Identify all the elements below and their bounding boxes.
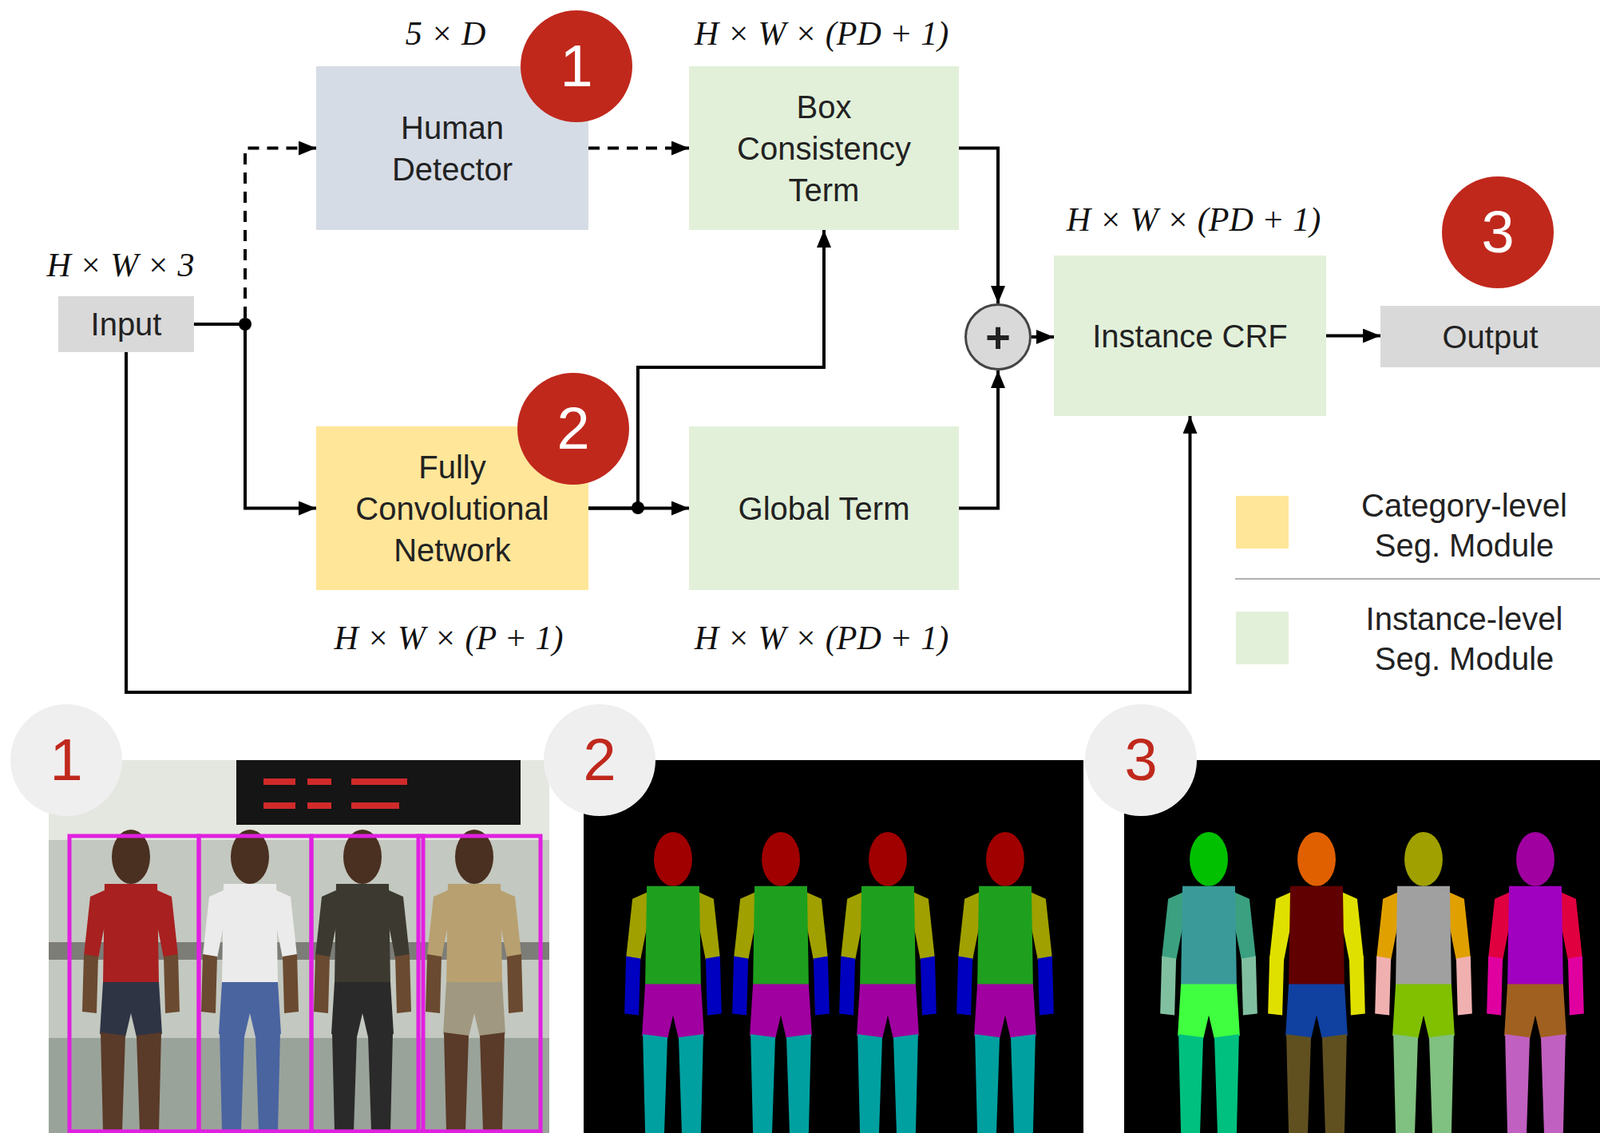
dimension-label: H × W × (P + 1) (333, 618, 563, 658)
flow-arrow (194, 324, 317, 509)
node-text: Box Consistency Term (728, 86, 920, 211)
person-figure (425, 829, 523, 1132)
part-mask (1267, 831, 1366, 1133)
flow-arrow (1326, 334, 1381, 338)
legend-swatch (1235, 495, 1289, 549)
legend-divider (1235, 578, 1600, 580)
detection-boxes (69, 835, 541, 1132)
sign-dots (263, 778, 408, 809)
category-segmentation (583, 760, 1084, 1133)
flow-arrow (588, 506, 690, 511)
callout-number: 1 (520, 10, 633, 123)
node-text: Global Term (738, 487, 911, 530)
segmentation-background (1124, 760, 1600, 1133)
process-box: Instance CRF (1053, 255, 1327, 416)
part-mask (732, 831, 830, 1133)
callout-number: 3 (1085, 704, 1197, 816)
part-mask (1160, 831, 1258, 1133)
part-mask (1374, 831, 1473, 1133)
process-box: Box Consistency Term (689, 66, 959, 230)
callout-number: 2 (543, 704, 656, 816)
flow-arrow (126, 352, 1191, 693)
dimension-label: H × W × (PD + 1) (694, 14, 949, 53)
dimension-label: H × W × (PD + 1) (694, 618, 949, 658)
callout-number: 1 (10, 704, 123, 816)
dashed-arrow (194, 148, 317, 325)
process-box: Global Term (689, 426, 959, 591)
input-box: Input (58, 296, 195, 353)
part-mask (1486, 831, 1585, 1133)
segmentation-background (583, 760, 1084, 1133)
instance-segmentation (1124, 760, 1600, 1133)
flow-arrow (1031, 335, 1054, 339)
dimension-label: H × W × (PD + 1) (1066, 200, 1321, 239)
sum-circle: + (964, 303, 1032, 371)
node-text: Input (91, 303, 163, 345)
flow-arrow (958, 370, 999, 509)
legend-text: Category-level Seg. Module (1332, 485, 1597, 566)
callout-number: 2 (517, 372, 630, 485)
part-mask (956, 831, 1054, 1133)
node-text: Instance CRF (1092, 315, 1288, 357)
person-figure (201, 829, 299, 1132)
display-sign (236, 760, 521, 825)
flow-arrow (958, 148, 999, 305)
legend-swatch (1235, 611, 1289, 665)
dashed-arrow (588, 146, 690, 151)
detection-photo (48, 760, 550, 1133)
part-mask (839, 831, 937, 1133)
photo-wall (48, 760, 550, 840)
node-text: Output (1441, 316, 1538, 358)
photo-background (48, 760, 550, 1133)
dimension-label: 5 × D (405, 14, 487, 53)
node-text: + (985, 315, 1011, 359)
person-figure (313, 829, 412, 1132)
part-mask (624, 831, 722, 1133)
output-box: Output (1380, 305, 1600, 368)
legend-text: Instance-level Seg. Module (1332, 598, 1597, 679)
node-text: Human Detector (356, 106, 549, 191)
callout-number: 3 (1441, 176, 1554, 289)
dimension-label: H × W × 3 (46, 245, 195, 285)
person-figure (82, 829, 180, 1132)
